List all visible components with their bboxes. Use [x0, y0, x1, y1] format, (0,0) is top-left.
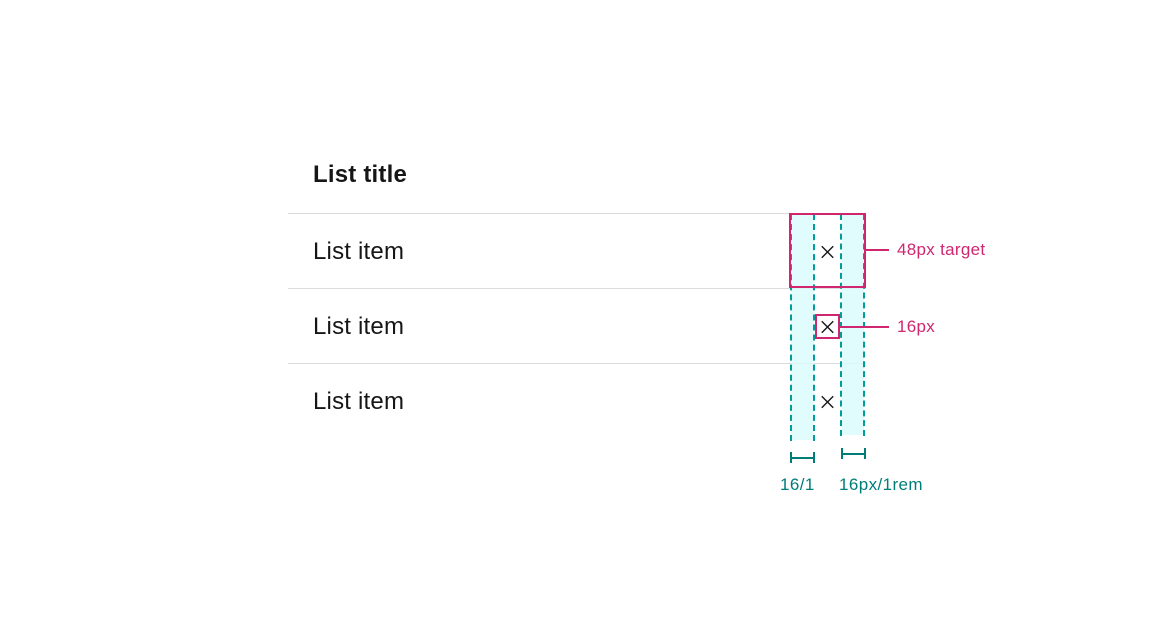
spacing-token-label: 16/1: [780, 475, 815, 494]
spacing-bracket-right: [841, 448, 866, 459]
guide-line: [790, 214, 792, 441]
list-row: List item: [288, 288, 866, 364]
guide-line: [863, 214, 865, 436]
list-item-label: List item: [313, 387, 405, 415]
spacing-highlight-right: [842, 214, 864, 435]
close-icon: [819, 318, 836, 335]
spacing-bracket-left: [790, 452, 815, 463]
spacing-value-label: 16px/1rem: [839, 475, 923, 494]
annotation-leader-line: [840, 326, 889, 328]
spacing-highlight-left: [791, 214, 814, 440]
list-row: List item: [288, 213, 866, 289]
list-row: List item: [288, 363, 866, 439]
close-icon: [819, 243, 836, 260]
close-button[interactable]: [819, 318, 836, 335]
close-button[interactable]: [819, 393, 836, 410]
list-item-label: List item: [313, 312, 405, 340]
list-title: List title: [313, 161, 408, 188]
annotation-leader-line: [866, 249, 889, 251]
target-size-label: 48px target: [897, 240, 986, 259]
icon-16px-outline: [815, 314, 840, 339]
guide-line: [840, 214, 842, 436]
close-button[interactable]: [819, 243, 836, 260]
icon-size-label: 16px: [897, 317, 936, 336]
list-item-label: List item: [313, 237, 405, 265]
touch-target-48px-outline: [789, 213, 866, 288]
close-icon: [819, 393, 836, 410]
guide-line: [813, 214, 815, 441]
